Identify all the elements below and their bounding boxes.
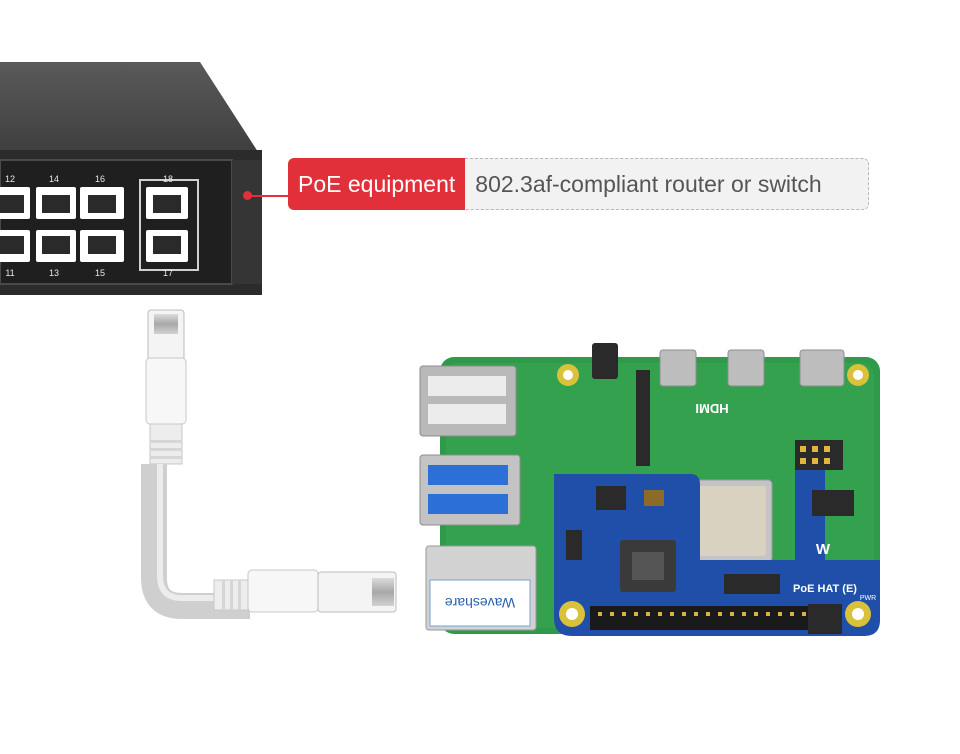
poe-equipment-callout: PoE equipment 802.3af-compliant router o… — [288, 158, 870, 210]
port-number: 14 — [48, 174, 59, 184]
hdmi-label: HDMI — [695, 401, 728, 416]
port-number: 13 — [48, 268, 59, 278]
port-number: 17 — [162, 268, 173, 278]
ethernet-cable — [141, 309, 397, 619]
port-number: 11 — [5, 268, 15, 278]
brand-sticker-text: Waveshare — [445, 595, 516, 611]
poe-hat-board: W PoE HAT (E) PWR — [554, 470, 880, 636]
callout-leader-line — [250, 195, 288, 197]
port-number: 18 — [162, 174, 173, 184]
hat-name-label: PoE HAT (E) — [793, 583, 857, 595]
callout-label: PoE equipment — [288, 158, 466, 210]
network-switch — [0, 62, 262, 295]
callout-description: 802.3af-compliant router or switch — [465, 158, 870, 210]
svg-text:W: W — [816, 541, 831, 558]
pwr-label: PWR — [860, 595, 876, 602]
port-number: 16 — [94, 174, 105, 184]
callout-leader-dot — [243, 191, 252, 200]
port-number: 12 — [4, 174, 15, 184]
port-number: 15 — [94, 268, 105, 278]
